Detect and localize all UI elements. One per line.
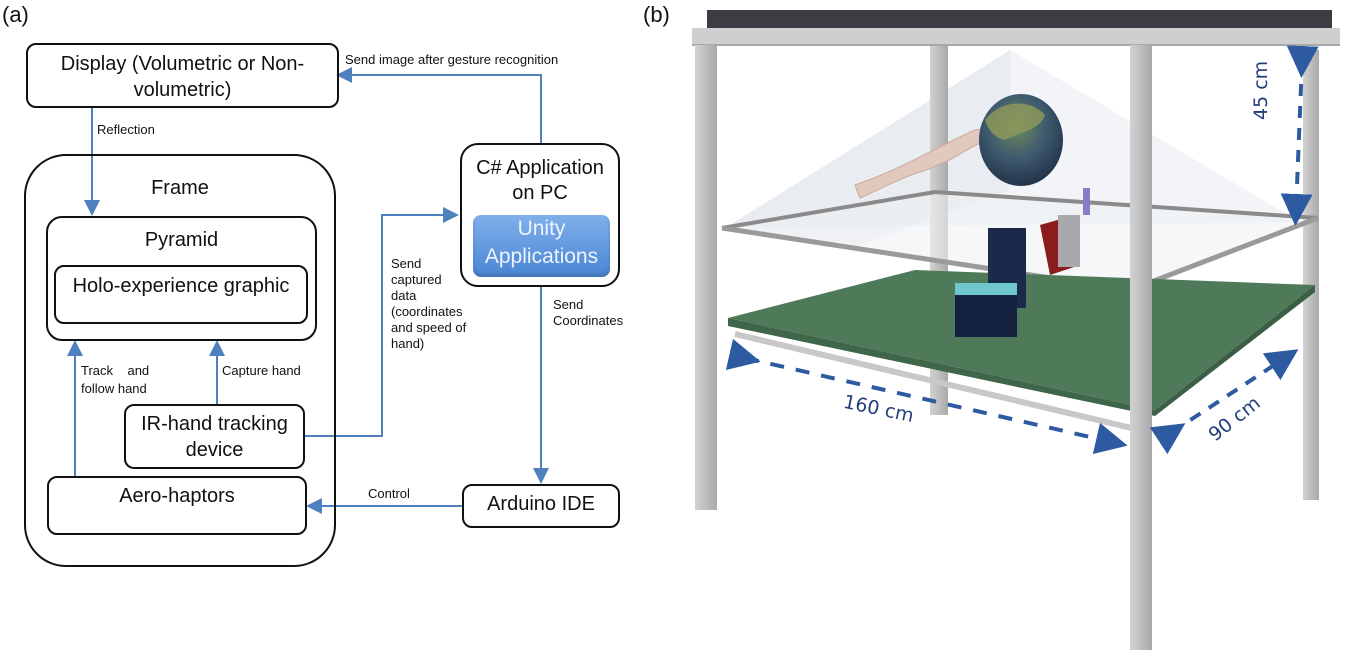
unity-applications-box: Unity Applications xyxy=(473,215,610,277)
hand xyxy=(854,128,987,199)
note-line: (coordinates xyxy=(391,304,463,319)
note-send-captured: Send captured data (coordinates and spee… xyxy=(391,256,466,352)
display-label-line1: Display (Volumetric or Non- xyxy=(60,53,305,75)
arrow-send-captured-data xyxy=(305,207,459,437)
csharp-app-label-line1: C# Application xyxy=(476,157,604,179)
ir-device-box xyxy=(124,404,305,469)
panel-a-label: (a) xyxy=(2,2,29,27)
csharp-app-box xyxy=(460,143,620,287)
pyramid-box xyxy=(46,216,317,341)
display-label-line2: volumetric) xyxy=(133,79,232,101)
ir-device-label-line2: device xyxy=(185,439,244,461)
ir-device-label-line1: IR-hand tracking xyxy=(141,413,288,435)
note-line: Send xyxy=(391,256,422,271)
arduino-ide-label: Arduino IDE xyxy=(487,493,595,515)
note-line: captured xyxy=(391,272,442,287)
dim-length-arrow xyxy=(725,338,1128,455)
note-line: hand) xyxy=(391,336,425,351)
aero-haptors-box xyxy=(47,476,307,535)
aero-haptors-label: Aero-haptors xyxy=(119,485,235,507)
top-display-panel xyxy=(707,10,1332,30)
middle-frame-rail xyxy=(721,189,1319,230)
note-line: data xyxy=(391,288,417,303)
note-track-line2: follow hand xyxy=(81,381,147,396)
arduino-ide-box xyxy=(462,484,620,528)
unity-label-line2: Applications xyxy=(484,245,599,268)
frame-label: Frame xyxy=(151,177,209,199)
purple-stick xyxy=(1083,188,1090,215)
note-line: Send xyxy=(553,297,584,312)
note-line: and speed of xyxy=(391,320,467,335)
display-box xyxy=(26,43,339,108)
pyramid-label: Pyramid xyxy=(144,229,219,251)
panel-b-label: (b) xyxy=(643,2,670,27)
dim-width-arrow xyxy=(1149,349,1299,455)
dim-height-arrow xyxy=(1280,45,1319,226)
back-right-leg xyxy=(1303,50,1319,500)
note-track-line1: Track and xyxy=(81,363,150,378)
control-unit xyxy=(1058,215,1080,267)
arrow-send-image xyxy=(336,67,542,143)
note-send-image: Send image after gesture recognition xyxy=(345,52,559,67)
holo-graphic-box xyxy=(54,265,308,324)
top-frame-bar xyxy=(692,28,1340,45)
front-right-leg xyxy=(1130,45,1152,650)
note-capture-hand: Capture hand xyxy=(222,363,301,378)
holo-graphic-label: Holo-experience graphic xyxy=(72,275,290,297)
dim-height-label: 45 cm xyxy=(1250,60,1272,120)
csharp-app-label-line2: on PC xyxy=(512,182,568,204)
note-line: Coordinates xyxy=(553,313,624,328)
front-left-leg xyxy=(695,45,717,510)
note-send-coordinates: Send Coordinates xyxy=(553,297,623,329)
note-control: Control xyxy=(368,486,410,501)
unity-label-line1: Unity xyxy=(517,217,566,240)
note-reflection: Reflection xyxy=(97,122,155,137)
frame-box xyxy=(24,154,336,567)
